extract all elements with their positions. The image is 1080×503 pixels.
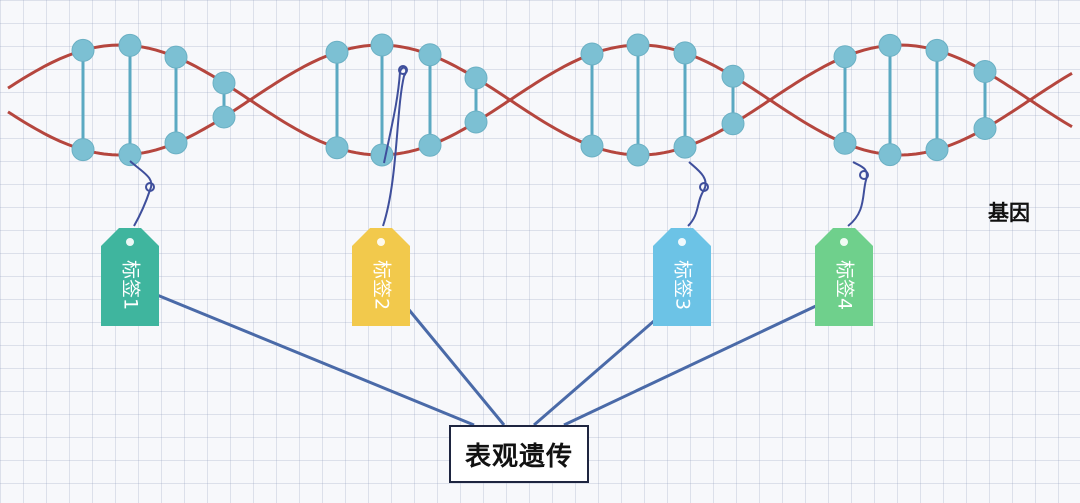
- dna-node: [626, 143, 650, 167]
- dna-node: [370, 33, 394, 57]
- dna-node: [325, 40, 349, 64]
- dna-node: [464, 66, 488, 90]
- dna-node: [118, 33, 142, 57]
- dna-node: [118, 143, 142, 167]
- dna-node: [878, 143, 902, 167]
- connector-line: [139, 286, 475, 427]
- tag-hook: [382, 66, 408, 227]
- dna-node: [580, 134, 604, 158]
- dna-node: [973, 60, 997, 84]
- dna-nodes: [71, 33, 997, 167]
- tag-hook: [687, 161, 707, 227]
- dna-node: [673, 41, 697, 65]
- tag-3: 标签3: [653, 228, 711, 326]
- epigenetics-label: 表观遗传: [464, 441, 573, 472]
- epigenetics-box: 表观遗传: [449, 425, 589, 483]
- dna-node: [164, 45, 188, 69]
- tag-label: 标签3: [672, 260, 694, 310]
- connector-lines: [139, 286, 855, 427]
- dna-node: [925, 138, 949, 162]
- dna-node: [833, 45, 857, 69]
- dna-node: [164, 131, 188, 155]
- hook-ring: [145, 182, 155, 192]
- tag-2: 标签2: [352, 228, 410, 326]
- dna-node: [418, 43, 442, 67]
- tag-hole: [126, 238, 134, 246]
- dna-node: [325, 136, 349, 160]
- dna-node: [925, 38, 949, 62]
- dna-node: [212, 105, 236, 129]
- dna-node: [212, 71, 236, 95]
- tag-4: 标签4: [815, 228, 873, 326]
- dna-node: [833, 131, 857, 155]
- tag-1: 标签1: [101, 228, 159, 326]
- tag-label: 标签1: [120, 260, 142, 310]
- tag-hook: [129, 160, 153, 227]
- dna-node: [721, 64, 745, 88]
- dna-node: [580, 42, 604, 66]
- dna-node: [464, 110, 488, 134]
- tag-label: 标签2: [371, 260, 393, 310]
- tag-body: [653, 228, 711, 326]
- dna-node: [626, 33, 650, 57]
- hook-ring: [398, 65, 408, 75]
- dna-node: [71, 38, 95, 62]
- tag-hook: [847, 161, 868, 227]
- tags: 标签1 标签2 标签3 标签4: [101, 228, 873, 326]
- connector-line: [563, 286, 855, 427]
- tag-body: [815, 228, 873, 326]
- gene-label: 基因: [988, 201, 1030, 225]
- dna-node: [370, 143, 394, 167]
- dna-node: [71, 138, 95, 162]
- tag-body: [352, 228, 410, 326]
- tag-hole: [678, 238, 686, 246]
- hook-ring: [699, 182, 709, 192]
- tag-body: [101, 228, 159, 326]
- dna-node: [878, 33, 902, 57]
- tag-label: 标签4: [834, 260, 856, 310]
- dna-node: [673, 135, 697, 159]
- dna-node: [721, 112, 745, 136]
- dna-node: [973, 116, 997, 140]
- tag-hole: [377, 238, 385, 246]
- hook-ring: [859, 170, 869, 180]
- tag-hooks: [129, 65, 869, 227]
- tag-hole: [840, 238, 848, 246]
- dna-node: [418, 133, 442, 157]
